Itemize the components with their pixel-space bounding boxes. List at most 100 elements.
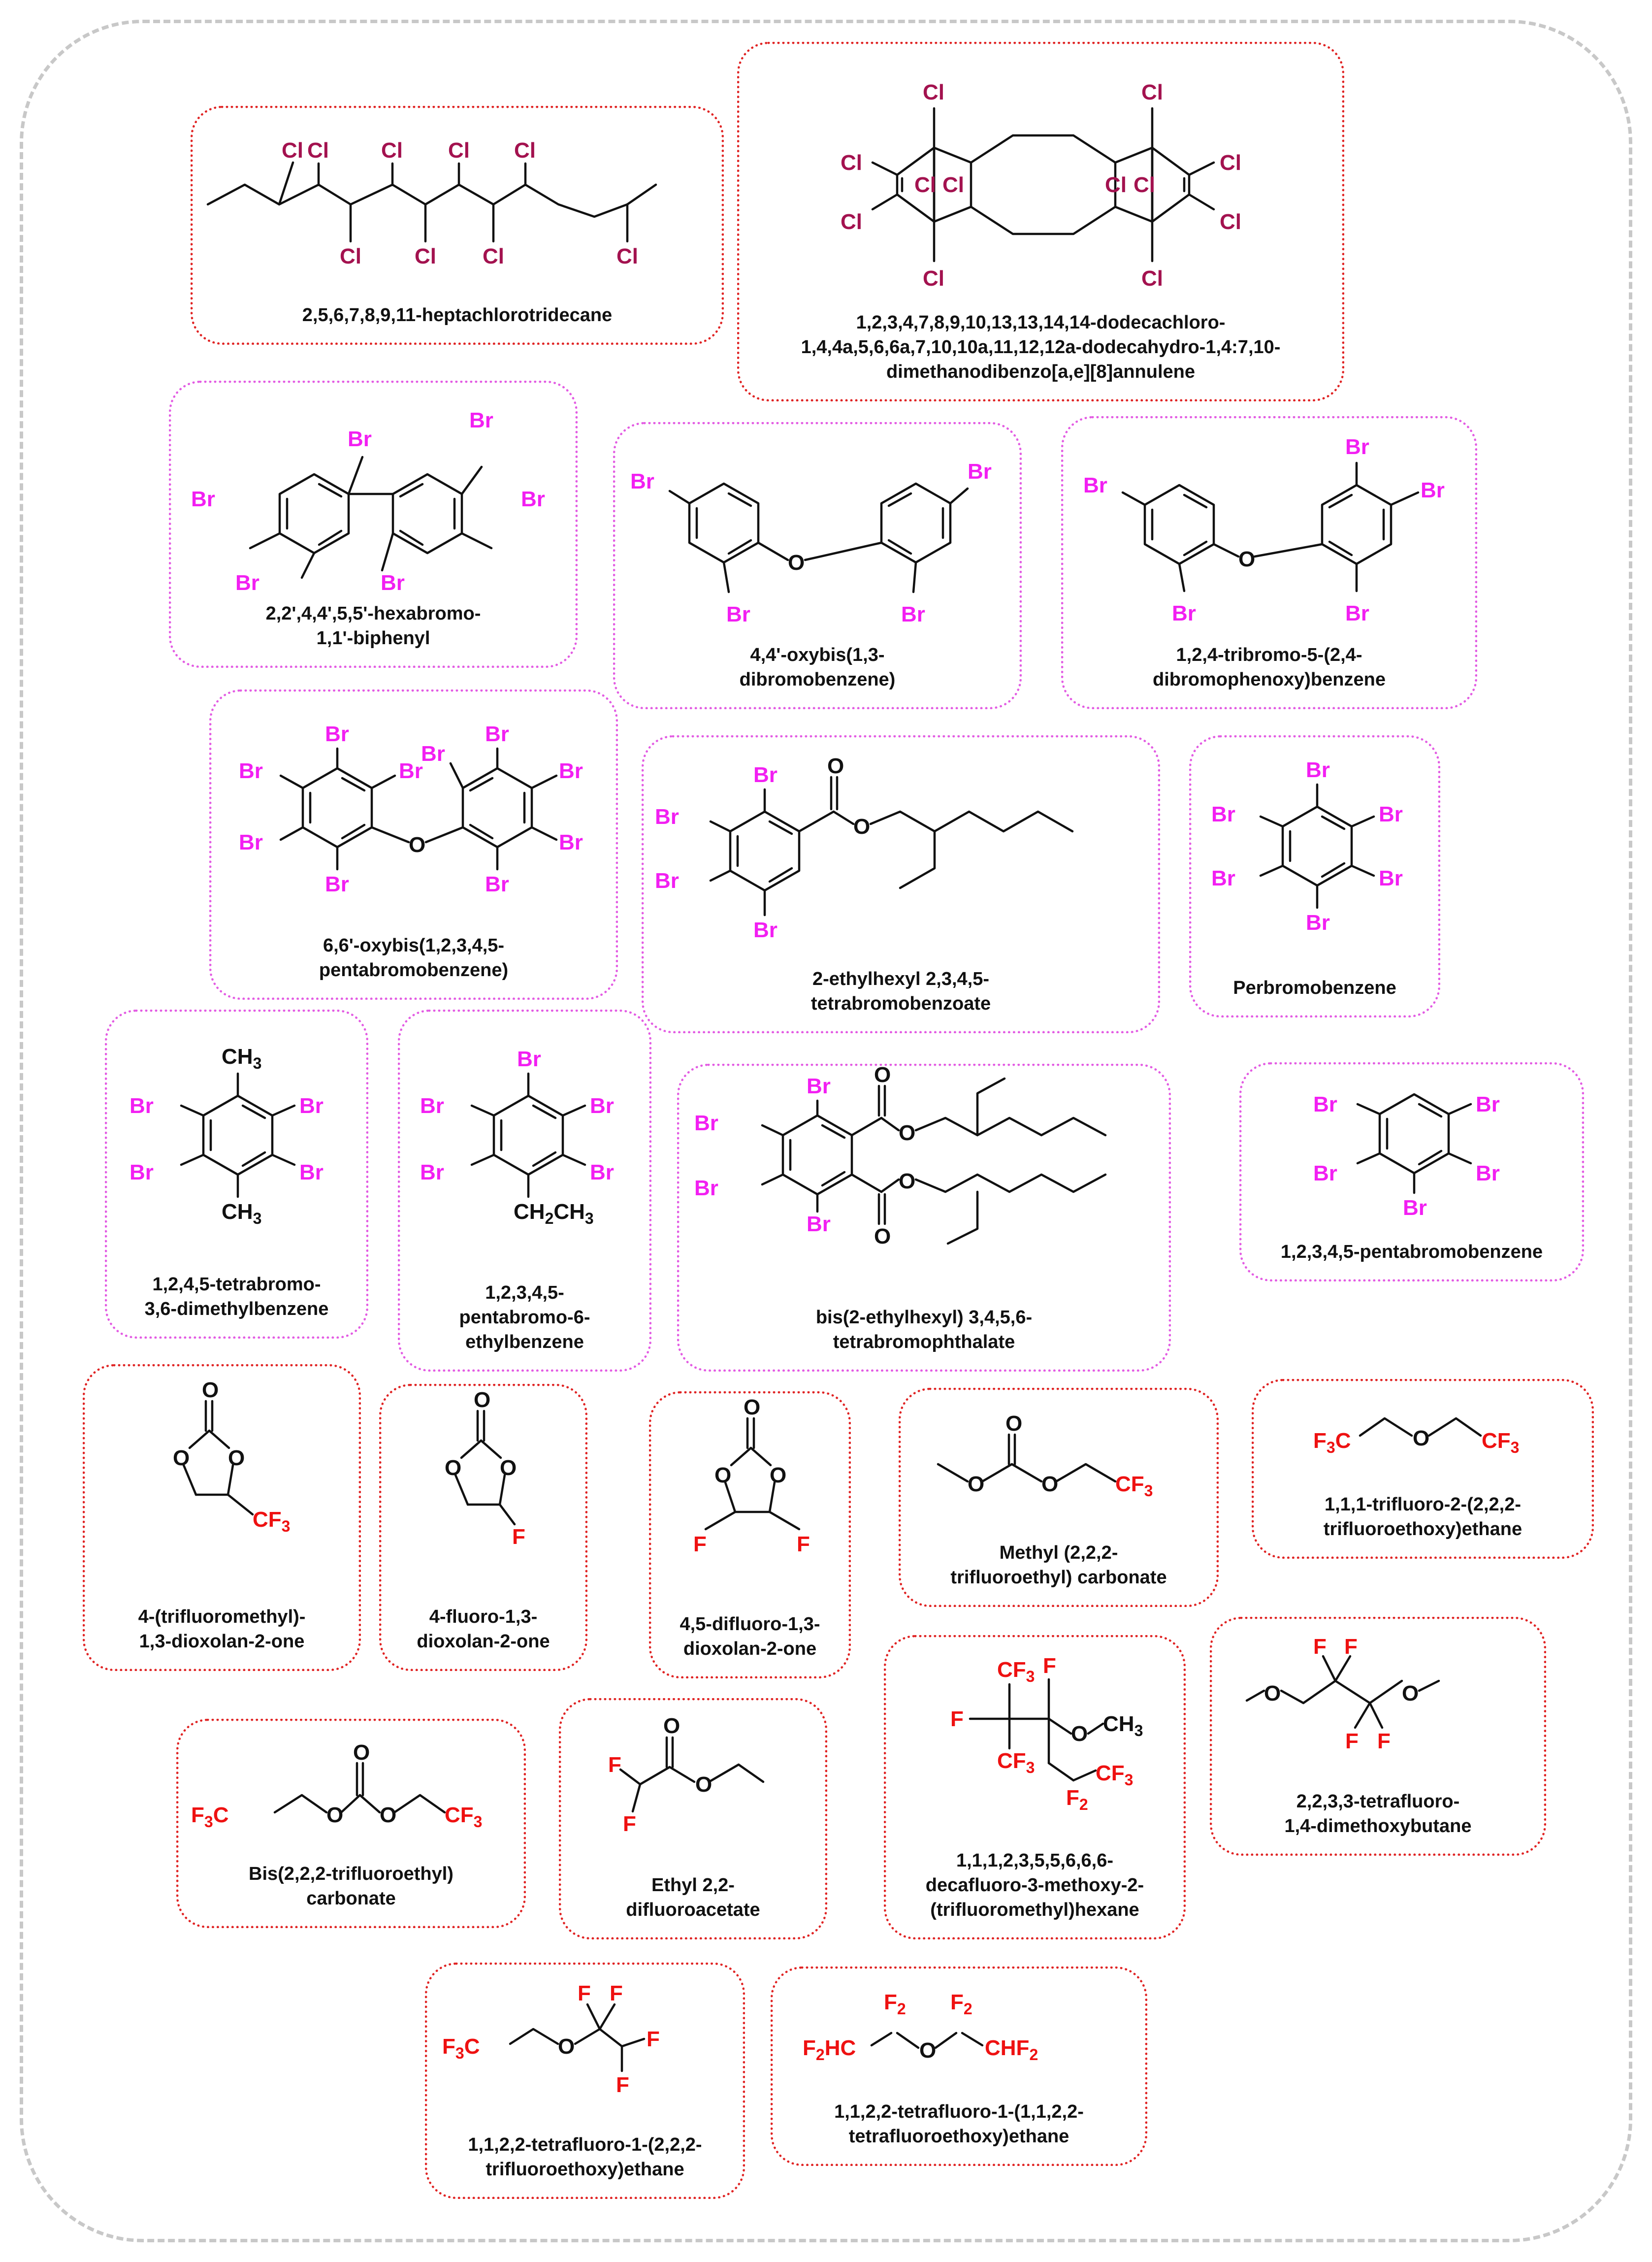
methyl-label: CH3 [222,1200,261,1227]
bromine-label: Br [694,1111,718,1135]
structure-c10: Br Br Br Br Br CH2CH3 [420,1047,614,1227]
compound-card-c19: F F O O Ethyl 2,2- difluoroacetate [559,1698,827,1939]
difluoromethylene-label: F2 [950,1990,972,2018]
oxygen-label: O [326,1803,343,1827]
oxygen-label: O [663,1714,680,1738]
chlorine-label: Cl [923,266,944,291]
compound-card-c6: O Br Br Br Br Br Br Br Br Br Br 6,6'-oxy… [209,689,618,1000]
compound-card-c8: Br Br Br Br Br Br Perbromobenzene [1189,735,1440,1017]
fluorine-label: F [578,1981,591,2005]
chlorine-label: Cl [841,210,862,234]
oxygen-label: O [827,754,844,778]
oxygen-label: O [744,1395,760,1419]
compound-card-c15: O O O F F 4,5-difluoro-1,3- dioxolan-2-o… [649,1391,851,1678]
bromine-label: Br [1421,478,1445,502]
compound-name-c18: Bis(2,2,2-trifluoroethyl) carbonate [249,1864,453,1909]
bromine-label: Br [299,1160,324,1184]
bromine-label: Br [485,872,509,896]
compound-name-c23: 1,1,2,2-tetrafluoro-1-(1,1,2,2- tetraflu… [834,2101,1084,2147]
compound-name-c17: 1,1,1-trifluoro-2-(2,2,2- trifluoroethox… [1323,1494,1522,1540]
bromine-label: Br [420,1094,444,1118]
bromine-label: Br [239,759,263,783]
structure-c5: O Br Br Br Br Br [1083,435,1445,625]
bromine-label: Br [469,408,493,432]
bromine-label: Br [130,1094,154,1118]
chlorine-label: Cl [381,138,403,163]
figure-frame [20,20,1632,2242]
oxygen-label: O [874,1224,891,1248]
compound-card-c14: O O O F 4-fluoro-1,3- dioxolan-2-one [379,1384,587,1671]
bromine-label: Br [1379,802,1403,826]
compound-card-c5: O Br Br Br Br Br 1,2,4-tribromo-5-(2,4- … [1061,416,1477,709]
oxygen-label: O [1005,1411,1022,1436]
compound-card-c12: Br Br Br Br Br 1,2,3,4,5-pentabromobenze… [1239,1062,1584,1281]
structure-c21: O O F F F F [1245,1635,1440,1753]
bromine-label: Br [521,487,545,511]
compound-card-c16: O O O CF3 Methyl (2,2,2- trifluoroethyl)… [899,1388,1219,1607]
chlorine-label: Cl [616,244,638,268]
fluorine-label: F [1345,1729,1359,1753]
bromine-label: Br [1403,1196,1427,1220]
bromine-label: Br [381,571,405,595]
bromine-label: Br [420,1160,444,1184]
bromine-label: Br [1345,435,1369,459]
bromine-label: Br [968,459,992,484]
compound-name-c14: 4-fluoro-1,3- dioxolan-2-one [417,1606,550,1652]
oxygen-label: O [1264,1681,1281,1705]
bromine-label: Br [655,869,679,893]
oxygen-label: O [919,2038,936,2063]
compound-name-c9: 1,2,4,5-tetrabromo- 3,6-dimethylbenzene [144,1274,329,1319]
oxygen-label: O [474,1388,490,1412]
compound-card-c20: CF3 F F O CH3 CF3 F2 CF3 1,1,1,2,3,5,5,6… [884,1635,1186,1939]
bromine-label: Br [630,469,654,493]
chlorine-label: Cl [942,173,964,197]
compound-name-c13: 4-(trifluoromethyl)- 1,3-dioxolan-2-one [138,1606,306,1652]
fluorine-label: F [797,1532,810,1556]
difluoromethylene-label: F2 [884,1990,906,2018]
compound-name-c3: 2,2',4,4',5,5'-hexabromo- 1,1'-biphenyl [265,603,481,649]
trifluoromethyl-label: CF3 [445,1803,482,1831]
bromine-label: Br [348,427,372,451]
bromine-label: Br [694,1176,718,1200]
oxygen-label: O [380,1803,396,1827]
bromine-label: Br [1313,1161,1337,1185]
structure-c23: F2HC F2 O F2 CHF2 [803,1990,1038,2064]
compound-card-c22: F3C O F F F F 1,1,2,2-tetrafluoro-1-(2,2… [425,1963,745,2199]
bromine-label: Br [235,571,259,595]
compound-name-c12: 1,2,3,4,5-pentabromobenzene [1280,1242,1543,1262]
compound-name-c16: Methyl (2,2,2- trifluoroethyl) carbonate [950,1542,1167,1588]
oxygen-label: O [1041,1472,1058,1496]
chlorine-label: Cl [1105,173,1127,197]
chlorine-label: Cl [307,138,329,163]
structure-c16: O O O CF3 [937,1411,1153,1500]
oxygen-label: O [500,1456,517,1480]
compound-name-c19: Ethyl 2,2- difluoroacetate [626,1875,760,1920]
trifluoromethyl-label: CF3 [997,1658,1035,1685]
chlorine-label: Cl [1141,80,1163,104]
trifluoromethyl-label: CF3 [1115,1472,1153,1500]
compound-name-c4: 4,4'-oxybis(1,3- dibromobenzene) [739,645,896,690]
structure-c12: Br Br Br Br Br [1313,1092,1500,1220]
chlorine-label: Cl [1134,173,1155,197]
compound-card-c13: O O O CF3 4-(trifluoromethyl)- 1,3-dioxo… [83,1364,361,1671]
oxygen-label: O [202,1378,219,1402]
structure-c11: O O O O Br Br Br Br [694,1063,1107,1248]
trifluoromethyl-label: CF3 [1482,1429,1519,1456]
chlorine-label: Cl [1220,151,1241,175]
oxygen-label: O [1071,1722,1088,1746]
compound-card-c9: CH3 CH3 Br Br Br Br 1,2,4,5-tetrabromo- … [105,1010,368,1339]
trifluoromethyl-label: CF3 [253,1508,290,1535]
fluorine-label: F [950,1707,964,1731]
structure-c13: O O O CF3 [173,1378,290,1535]
compound-name-c15: 4,5-difluoro-1,3- dioxolan-2-one [680,1614,820,1659]
structure-c20: CF3 F F O CH3 CF3 F2 CF3 [950,1654,1143,1813]
oxygen-label: O [228,1446,245,1470]
compound-card-c23: F2HC F2 O F2 CHF2 1,1,2,2-tetrafluoro-1-… [771,1967,1147,2166]
structure-c19: F F O O [608,1714,765,1836]
compound-card-c17: F3C O CF3 1,1,1-trifluoro-2-(2,2,2- trif… [1252,1379,1594,1559]
ethyl-label: CH2CH3 [514,1200,594,1227]
bromine-label: Br [901,602,925,626]
methyl-label: CH3 [222,1045,261,1072]
bromine-label: Br [485,722,509,746]
bromine-label: Br [325,722,349,746]
